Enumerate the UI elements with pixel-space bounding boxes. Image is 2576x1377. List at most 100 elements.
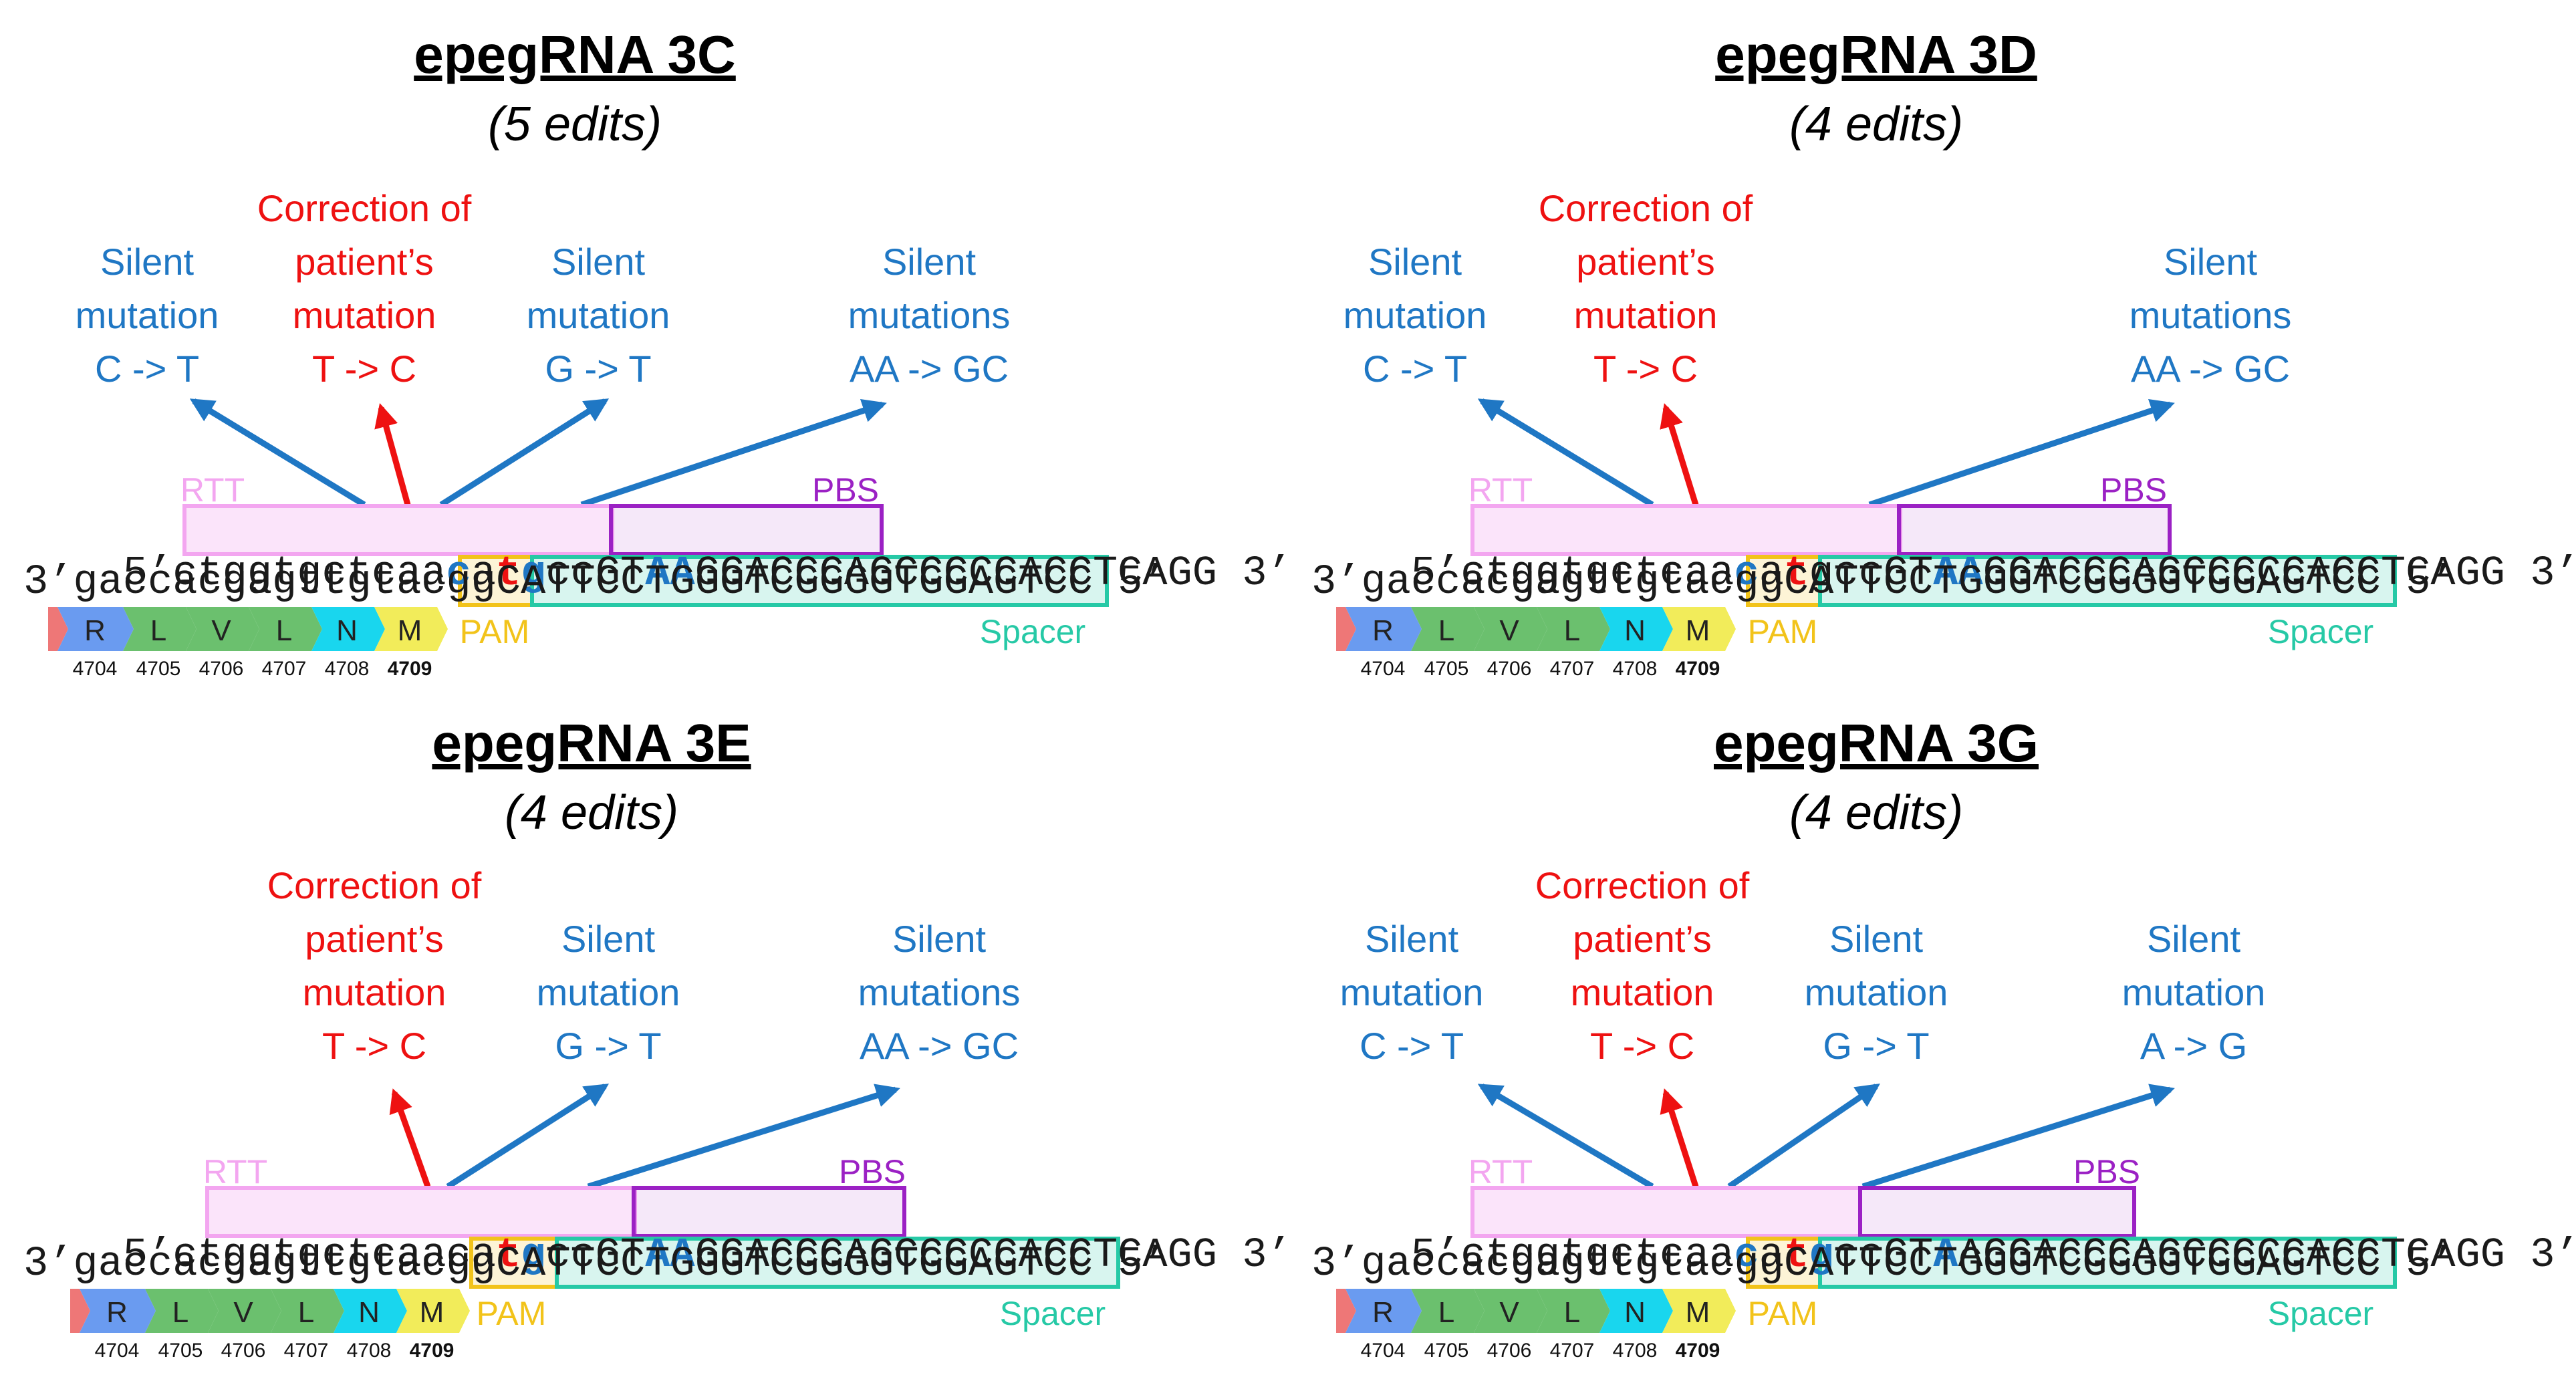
arrow-correction <box>374 403 411 506</box>
pbs-label: PBS <box>2100 471 2167 509</box>
sequence-graphics: RTT PBS PAM Spacer R L V L N M 4704 4705… <box>48 398 1109 680</box>
svg-text:M: M <box>1686 614 1710 647</box>
panel-subtitle: (5 edits) <box>487 98 662 151</box>
rtt-label: RTT <box>180 471 245 509</box>
aa-N <box>334 1289 407 1333</box>
svg-text:4708: 4708 <box>325 658 370 680</box>
panel-title: epegRNA 3G <box>1713 713 2039 773</box>
aa-L1 <box>145 1289 219 1333</box>
svg-text:4704: 4704 <box>1361 658 1406 680</box>
arrow-silent-g-t <box>1727 1083 1880 1189</box>
rtt-box <box>1470 504 1902 556</box>
rtt-box <box>182 504 614 556</box>
spacer-label: Spacer <box>2268 1295 2373 1332</box>
panel-title: epegRNA 3C <box>414 25 736 84</box>
pam-box <box>1746 1237 1822 1289</box>
pbs-label: PBS <box>2073 1153 2140 1191</box>
rtt-label: RTT <box>1468 471 1533 509</box>
svg-text:L: L <box>1438 614 1454 647</box>
svg-text:L: L <box>276 614 292 647</box>
arrow-silent-g-t <box>446 1084 610 1189</box>
amino-acid-track: R L V L N M 4704 4705 4706 4707 4708 470… <box>70 1289 470 1362</box>
spacer-box <box>555 1237 1120 1289</box>
pbs-label: PBS <box>839 1153 906 1191</box>
bottom-strand: 3’gaccacgagttgtacggCATTCCTGGGTCGGGGTGGAG… <box>23 1240 1168 1287</box>
aa-R <box>1345 607 1422 651</box>
pam-label: PAM <box>1748 613 1818 650</box>
aa-L1 <box>1411 1289 1485 1333</box>
svg-text:L: L <box>172 1296 188 1329</box>
svg-text:4707: 4707 <box>1550 658 1595 680</box>
arrow-correction <box>389 1088 431 1188</box>
aa-N <box>311 607 385 651</box>
pam-label: PAM <box>477 1295 547 1332</box>
svg-text:4706: 4706 <box>1487 658 1532 680</box>
svg-text:4709: 4709 <box>410 1340 455 1362</box>
svg-text:4708: 4708 <box>1613 1340 1658 1362</box>
svg-text:4705: 4705 <box>158 1340 203 1362</box>
amino-acid-track: R L V L N M 4704 4705 4706 4707 4708 470… <box>1336 1289 1736 1362</box>
svg-text:M: M <box>1686 1296 1710 1329</box>
aa-L1 <box>1411 607 1485 651</box>
arrow-silent-aa-gc <box>1868 399 2175 508</box>
arrow-correction <box>1660 403 1699 506</box>
svg-text:L: L <box>1564 1296 1580 1329</box>
sequence-graphics: RTT PBS PAM Spacer R L V L N M 4704 4705… <box>70 1084 1120 1362</box>
pbs-label: PBS <box>812 471 879 509</box>
panel-title: epegRNA 3D <box>1715 25 2037 84</box>
svg-text:M: M <box>398 614 422 647</box>
svg-text:4707: 4707 <box>1550 1340 1595 1362</box>
arrow-silent-c-t <box>1477 398 1654 507</box>
svg-text:4707: 4707 <box>284 1340 329 1362</box>
svg-text:L: L <box>1438 1296 1454 1329</box>
svg-text:4704: 4704 <box>1361 1340 1406 1362</box>
svg-text:4706: 4706 <box>221 1340 266 1362</box>
arrow-silent-c-t <box>1477 1084 1654 1189</box>
svg-text:R: R <box>1372 614 1394 647</box>
svg-text:4706: 4706 <box>1487 1340 1532 1362</box>
rtt-label: RTT <box>1468 1153 1533 1191</box>
spacer-label: Spacer <box>2268 613 2373 650</box>
amino-acid-track: R L V L N M 4704 4705 4706 4707 4708 470… <box>48 607 448 680</box>
sequence-graphics: RTT PBS PAM Spacer R L V L N M 4704 4705… <box>1336 398 2397 680</box>
arrow-silent-g-t <box>439 398 610 507</box>
svg-text:4708: 4708 <box>1613 658 1658 680</box>
arrow-silent-aa-gc <box>580 399 887 508</box>
svg-text:L: L <box>1564 614 1580 647</box>
panel-title: epegRNA 3E <box>432 713 751 773</box>
rtt-label: RTT <box>203 1153 267 1191</box>
svg-text:4705: 4705 <box>1424 658 1469 680</box>
spacer-box <box>530 555 1109 607</box>
aa-V <box>208 1289 281 1333</box>
pam-box <box>1746 555 1822 607</box>
panel-subtitle: (4 edits) <box>504 786 679 840</box>
top-strand: 5’ctggtgctcaacatgccGTAAGGACCCAGCCCCCACCT… <box>1410 1231 2576 1279</box>
spacer-label: Spacer <box>980 613 1085 650</box>
svg-text:N: N <box>358 1296 380 1329</box>
aa-L2 <box>1537 607 1610 651</box>
top-strand: 5’ctggtgctcaacatgccGTAAGGACCCAGCCCCCACCT… <box>122 1231 1292 1279</box>
svg-text:4705: 4705 <box>1424 1340 1469 1362</box>
svg-text:V: V <box>1499 1296 1519 1329</box>
aa-V <box>1474 1289 1547 1333</box>
aa-L1 <box>123 607 197 651</box>
top-strand: 5’ctggtgctcaacatgccGTAAGGACCCAGCCCCCACCT… <box>122 549 1292 597</box>
top-strand: 5’ctggtgctcaacatgccGTAAGGACCCAGCCCCCACCT… <box>1410 549 2576 597</box>
svg-text:4708: 4708 <box>347 1340 392 1362</box>
svg-text:4705: 4705 <box>136 658 181 680</box>
arrow-correction <box>1660 1088 1699 1188</box>
spacer-box <box>1818 555 2397 607</box>
panel-subtitle: (4 edits) <box>1789 98 1964 151</box>
